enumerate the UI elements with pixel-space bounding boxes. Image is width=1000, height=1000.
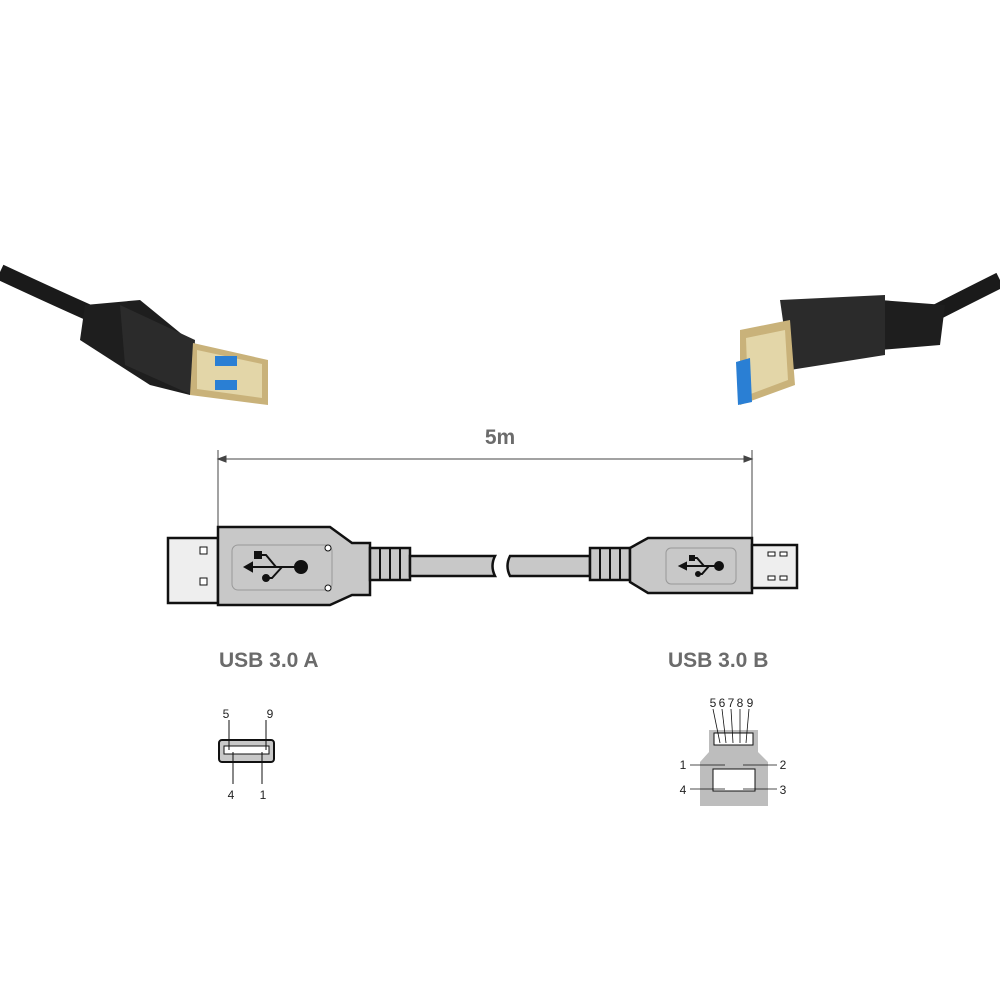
- usb-b-diagram: [506, 536, 799, 595]
- usb-a-diagram: [166, 525, 498, 607]
- pin-label: 8: [737, 696, 744, 710]
- usb-trident-icon: [242, 551, 308, 582]
- pin-label: 3: [780, 783, 787, 797]
- pin-label: 1: [680, 758, 687, 772]
- usb-a-title: USB 3.0 A: [219, 649, 319, 672]
- length-dimension: [216, 450, 754, 540]
- length-label: 5m: [485, 426, 515, 449]
- pin-label: 5: [223, 707, 230, 721]
- pin-label: 5: [710, 696, 717, 710]
- usb-a-plug-photo: [0, 264, 268, 405]
- pin-label: 1: [260, 788, 267, 802]
- pin-label: 2: [780, 758, 787, 772]
- usb-b-pinout: [690, 708, 777, 806]
- pin-label: 9: [267, 707, 274, 721]
- usb-trident-icon: [677, 555, 724, 577]
- usb-b-plug-photo: [736, 272, 1000, 405]
- pin-label: 4: [680, 783, 687, 797]
- usb-a-pinout: [218, 720, 275, 784]
- pin-label: 7: [728, 696, 735, 710]
- pin-label: 6: [719, 696, 726, 710]
- pin-label: 9: [747, 696, 754, 710]
- pin-label: 4: [228, 788, 235, 802]
- usb-b-title: USB 3.0 B: [668, 649, 768, 672]
